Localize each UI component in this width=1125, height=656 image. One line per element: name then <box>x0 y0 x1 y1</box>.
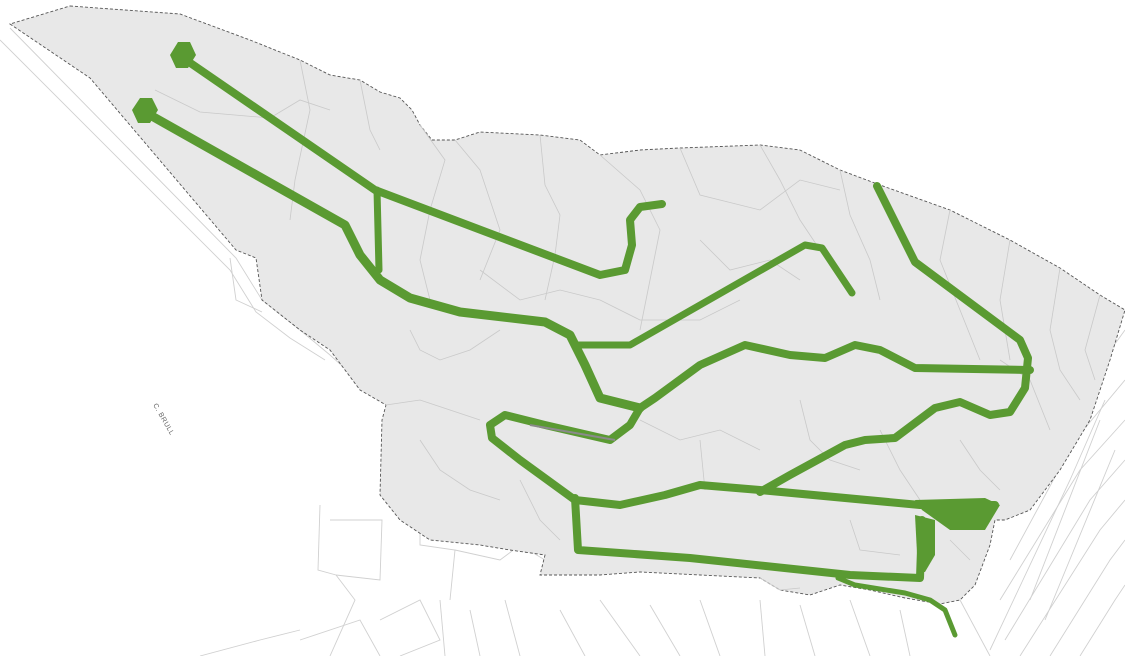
plaza-south-wedge <box>915 515 935 572</box>
road-southern-spur <box>835 575 958 638</box>
site-boundary <box>8 5 1125 605</box>
plaza-east <box>915 498 1000 530</box>
road-main-loop <box>636 341 1034 412</box>
road-second-branch <box>145 110 645 413</box>
footpath-segment <box>529 424 616 441</box>
road-upper-branch <box>182 56 666 279</box>
turnaround-left <box>132 98 158 123</box>
road-turnarounds <box>132 42 1000 572</box>
turnaround-top <box>170 42 196 68</box>
plot-lines <box>154 59 1101 591</box>
road-east-diagonal <box>756 182 1032 496</box>
road-connector <box>373 186 383 274</box>
street-label: C. BRULL <box>151 403 175 437</box>
road-middle-zigzag <box>571 241 856 349</box>
